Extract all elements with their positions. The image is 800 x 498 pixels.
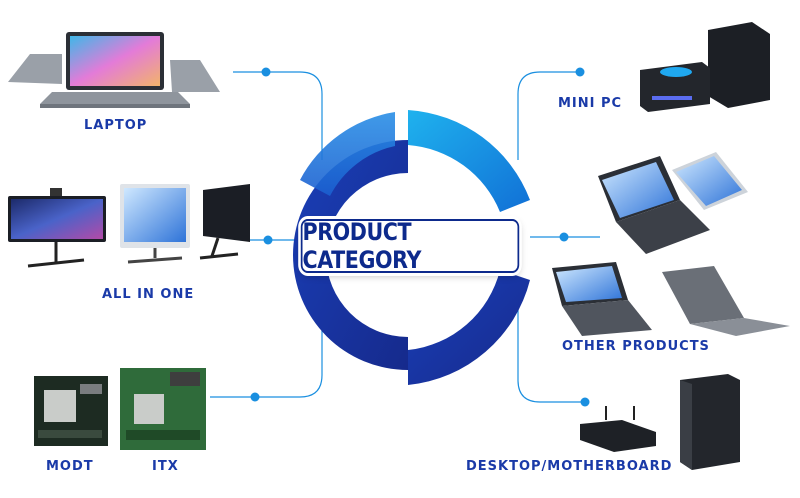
connector-dots [250, 67, 590, 407]
dot-modt-itx [250, 392, 260, 402]
laptop-image [8, 32, 220, 108]
label-itx: ITX [152, 459, 179, 474]
dot-all-in-one [263, 235, 273, 245]
label-desktop-motherboard: DESKTOP/MOTHERBOARD [466, 459, 673, 474]
connector-mini-pc [517, 71, 580, 160]
label-mini-pc: MINI PC [558, 96, 623, 111]
all-in-one-image [8, 184, 250, 268]
center-title: PRODUCT CATEGORY [300, 218, 520, 274]
label-laptop: LAPTOP [84, 118, 148, 133]
label-other-products: OTHER PRODUCTS [562, 339, 710, 354]
dot-desktop [580, 397, 590, 407]
modt-board-image [34, 376, 108, 446]
center-ring [293, 110, 530, 385]
connector-laptop [233, 71, 323, 160]
connector-desktop [517, 310, 585, 403]
dot-mini-pc [575, 67, 585, 77]
label-all-in-one: ALL IN ONE [102, 287, 195, 302]
other-products-image [552, 152, 790, 336]
label-modt: MODT [46, 459, 94, 474]
connector-modt-itx [210, 300, 323, 398]
mini-pc-image [640, 22, 770, 112]
dot-laptop [261, 67, 271, 77]
desktop-motherboard-image [580, 374, 740, 470]
dot-other-products [559, 232, 569, 242]
itx-board-image [120, 368, 206, 450]
